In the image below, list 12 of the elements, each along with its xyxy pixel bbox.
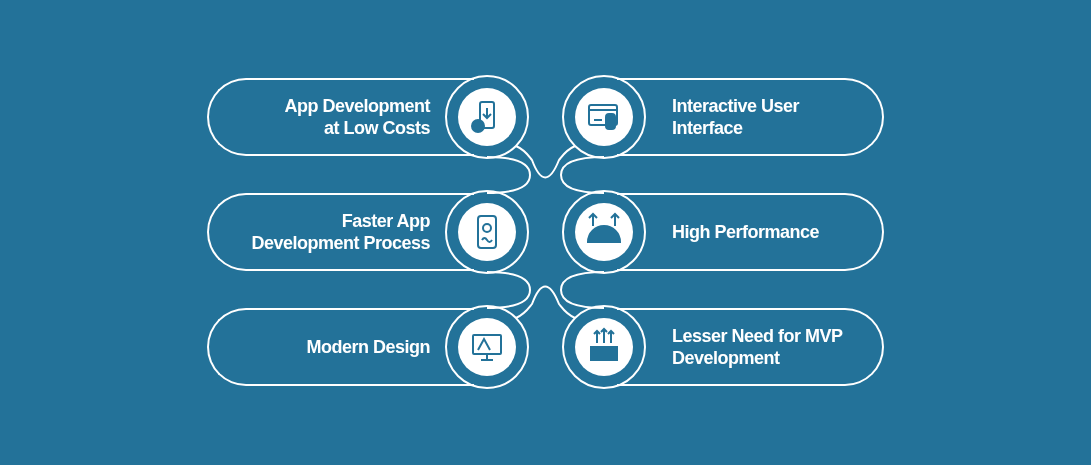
feature-label: High Performance	[672, 221, 821, 243]
feature-pill	[645, 193, 884, 271]
feature-label: Interactive User Interface	[672, 95, 801, 139]
feature-label: Faster App Development Process	[250, 210, 430, 254]
feature-label: Modern Design	[305, 336, 430, 358]
feature-pill	[207, 308, 446, 386]
feature-pill	[645, 78, 884, 156]
feature-pill	[207, 78, 446, 156]
feature-pill	[645, 308, 884, 386]
feature-label: App Development at Low Costs	[283, 95, 430, 139]
feature-label: Lesser Need for MVP Development	[672, 325, 844, 369]
feature-pill	[207, 193, 446, 271]
